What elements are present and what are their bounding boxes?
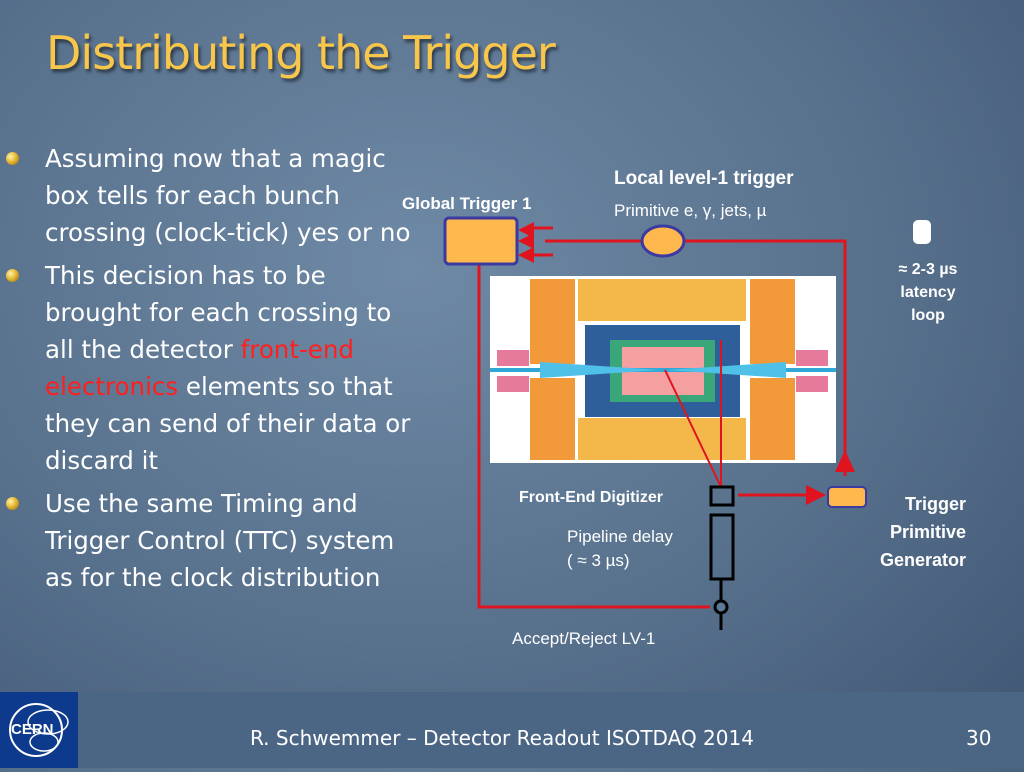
bullet-text: front-end electronics [45,335,354,401]
tpg-line-2: Primitive [889,522,966,542]
accept-reject-label: Accept/Reject LV-1 [512,629,656,648]
local-trigger-title: Local level-1 trigger [614,168,794,189]
tpg-line-1: Trigger [904,494,966,514]
bullet-item: Use the same Timing and Trigger Control … [0,485,420,596]
latency-line-3: loop [911,307,945,324]
latency-line-2: latency [900,284,956,301]
pipeline-line-2: ( ≈ 3 µs) [567,551,630,570]
latency-loop-label: ≈ 2-3 µs latency loop [880,258,976,327]
bullet-text: This decision has to be brought for each… [45,261,392,364]
local-trigger-subtitle: Primitive e, γ, jets, µ [614,201,767,220]
global-trigger-box [443,216,519,266]
bullet-item: This decision has to be brought for each… [0,257,420,479]
trigger-primitive-box [827,486,867,508]
bullet-text: elements so that they can send of their … [45,372,411,475]
tpg-line-3: Generator [879,550,966,570]
bullet-item: Assuming now that a magic box tells for … [0,140,420,251]
local-trigger-node [640,224,686,258]
bullet-text: Use the same Timing and Trigger Control … [45,489,395,592]
cern-logo-icon [9,703,69,757]
pipeline-delay-label: Pipeline delay ( ≈ 3 µs) [567,525,673,573]
latency-line-1: ≈ 2-3 µs [898,261,958,278]
bullet-list: Assuming now that a magic box tells for … [0,140,420,602]
arrowheads [518,222,855,505]
pipeline-line-1: Pipeline delay [567,527,673,546]
global-trigger-label: Global Trigger 1 [402,194,532,213]
trigger-primitive-generator-label: Trigger Primitive Generator [850,490,966,574]
bullet-icon [6,152,19,165]
footer-text: R. Schwemmer – Detector Readout ISOTDAQ … [250,726,754,750]
footer-bar [0,692,1024,768]
bullet-icon [6,269,19,282]
bullet-text: Assuming now that a magic box tells for … [45,144,411,247]
front-end-digitizer-label: Front-End Digitizer [519,489,663,506]
pipeline-element [709,485,735,630]
latency-clock-icon [913,220,931,244]
page-number: 30 [966,726,992,750]
slide-title: Distributing the Trigger [46,26,556,80]
detector-cross-section [490,276,836,463]
bullet-icon [6,497,19,510]
cern-logo: CERN [0,692,78,768]
cern-logo-text: CERN [11,721,54,738]
